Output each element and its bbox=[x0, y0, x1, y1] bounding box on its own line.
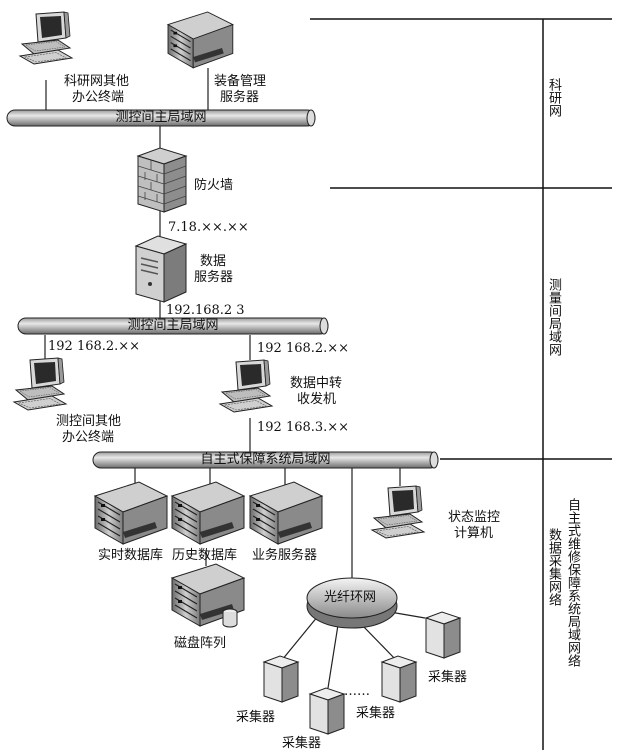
relay-label-2: 收发机 bbox=[297, 392, 336, 407]
collector-ellipsis: …… bbox=[344, 684, 370, 699]
office-ip: 192 168.2.×× bbox=[48, 339, 140, 354]
workstation-icon-relay bbox=[220, 360, 272, 412]
fiber-ring-label: 光纤环网 bbox=[324, 590, 376, 605]
office-label-2: 办公终端 bbox=[62, 430, 114, 445]
zone-label-measure: 测量间局域网 bbox=[546, 278, 561, 356]
business-server-label: 业务服务器 bbox=[252, 548, 317, 563]
relay-label-1: 数据中转 bbox=[290, 376, 342, 391]
equip-server-label-1: 装备管理 bbox=[214, 74, 266, 89]
relay-ip-bottom: 192 168.3.×× bbox=[257, 420, 349, 435]
bus-label-bottom: 自主式保障系统局域网 bbox=[93, 452, 438, 467]
zone-label-research: 科研网 bbox=[546, 78, 561, 117]
firewall-icon bbox=[138, 148, 186, 212]
bus-label-top: 测控间主局域网 bbox=[7, 110, 315, 125]
research-office-label-1: 科研网其他 bbox=[64, 74, 129, 89]
workstation-icon-office bbox=[14, 358, 66, 410]
server-icon-history bbox=[172, 482, 244, 544]
tower-server-icon bbox=[136, 236, 186, 302]
firewall-ip: 7.18.××.×× bbox=[168, 220, 249, 235]
workstation-icon-state bbox=[372, 486, 424, 538]
state-label-1: 状态监控 bbox=[448, 510, 500, 525]
firewall-label: 防火墙 bbox=[194, 178, 233, 193]
collector-label-3: 采集器 bbox=[356, 706, 395, 721]
server-icon-realtime bbox=[95, 482, 167, 544]
data-server-label-2: 服务器 bbox=[194, 270, 233, 285]
data-server-label-1: 数据 bbox=[200, 254, 226, 269]
disk-array-icon bbox=[172, 564, 244, 627]
relay-ip-top: 192 168.2.×× bbox=[257, 341, 349, 356]
office-label-1: 测控间其他 bbox=[56, 414, 121, 429]
collector-icon-2 bbox=[310, 688, 344, 734]
research-office-label-2: 办公终端 bbox=[72, 90, 124, 105]
collector-icon-4 bbox=[426, 612, 460, 658]
server-icon-equipment bbox=[168, 12, 233, 68]
collector-label-4: 采集器 bbox=[428, 670, 467, 685]
workstation-icon-research bbox=[20, 12, 72, 64]
collector-icon-1 bbox=[264, 656, 298, 702]
state-label-2: 计算机 bbox=[454, 526, 493, 541]
data-server-ip: 192.168.2 3 bbox=[166, 303, 245, 318]
bus-label-middle: 测控间主局域网 bbox=[18, 318, 328, 333]
collector-label-2: 采集器 bbox=[282, 736, 321, 750]
realtime-db-label: 实时数据库 bbox=[98, 548, 163, 563]
collector-label-1: 采集器 bbox=[236, 710, 275, 725]
disk-array-label: 磁盘阵列 bbox=[174, 636, 226, 651]
equip-server-label-2: 服务器 bbox=[220, 90, 259, 105]
history-db-label: 历史数据库 bbox=[172, 548, 237, 563]
zone-label-maintenance-a: 自主式维修保障系统局域网络 bbox=[565, 498, 580, 667]
server-icon-business bbox=[250, 482, 322, 544]
zone-label-maintenance-b: 数据采集网络 bbox=[546, 528, 561, 606]
collector-icon-3 bbox=[382, 656, 416, 702]
